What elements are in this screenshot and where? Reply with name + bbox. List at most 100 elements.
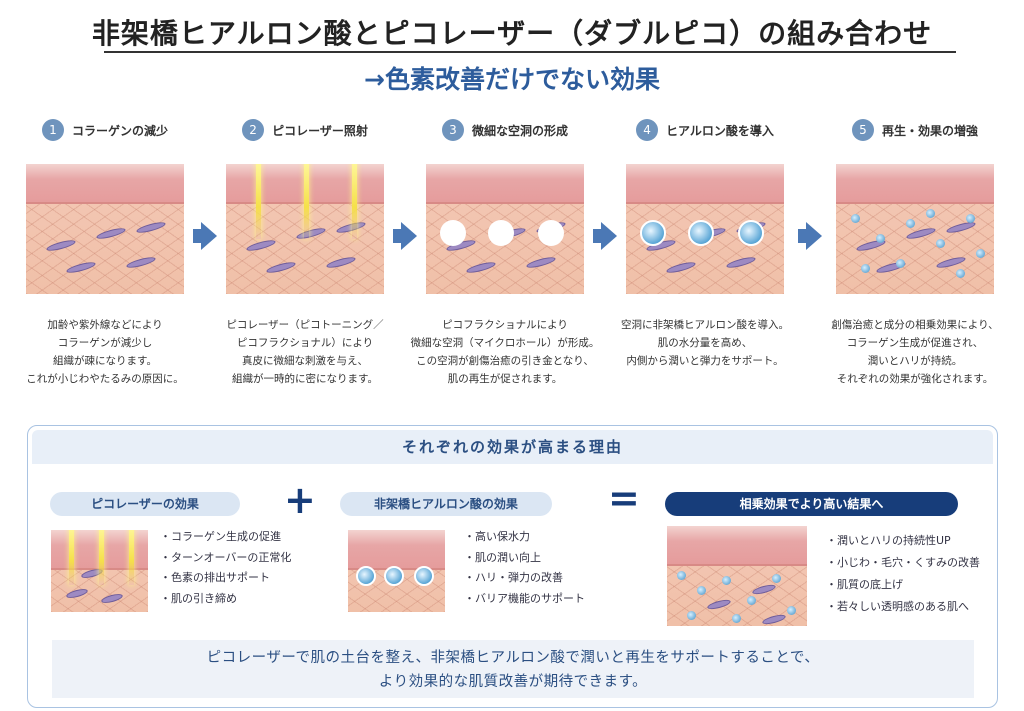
hyaluronic-bubble <box>851 214 860 223</box>
fibroblast-cell <box>706 598 732 611</box>
hyaluronic-bubble <box>976 249 985 258</box>
hyaluronic-bubble <box>687 611 696 620</box>
description-line: ピコレーザー（ピコトーニング／ <box>226 319 384 331</box>
summary-line: より効果的な肌質改善が期待できます。 <box>378 674 648 690</box>
fibroblast-cell <box>265 260 297 275</box>
ha-effect-list: ・高い保水力 ・肌の潤い向上 ・ハリ・弾力の改善 ・バリア機能のサポート <box>464 527 585 609</box>
hyaluronic-bubble <box>747 596 756 605</box>
list-item: ・肌の引き締め <box>160 591 237 605</box>
step-header: 2 ピコレーザー照射 <box>205 118 405 142</box>
description-line: ピコフラクショナルにより <box>442 319 568 331</box>
list-item: ・高い保水力 <box>464 530 530 543</box>
step-label: 再生・効果の増強 <box>881 123 978 138</box>
page-title: 非架橋ヒアルロン酸とピコレーザー（ダブルピコ）の組み合わせ <box>91 17 933 50</box>
list-item: ・小じわ・毛穴・くすみの改善 <box>826 556 980 569</box>
micro-hole <box>488 220 514 246</box>
skin-illustration <box>626 164 784 294</box>
step-description: 空洞に非架橋ヒアルロン酸を導入。肌の水分量を高め、内側から潤いと弾力をサポート。 <box>605 316 805 370</box>
step-description: 創傷治癒と成分の相乗効果により、コラーゲン生成が促進され、潤いとハリが持続。それ… <box>815 316 1015 388</box>
skin-illustration <box>836 164 994 294</box>
description-line: 肌の水分量を高め、 <box>657 337 753 349</box>
step-1: 1 コラーゲンの減少 加齢や紫外線などによりコラーゲンが減少し組織が疎になります… <box>5 118 205 388</box>
step-label: コラーゲンの減少 <box>71 123 168 138</box>
hyaluronic-bubble <box>787 606 796 615</box>
hyaluronic-bubble <box>414 566 434 586</box>
step-label: 微細な空洞の形成 <box>471 123 568 138</box>
ha-effect-label: 非架橋ヒアルロン酸の効果 <box>340 492 552 516</box>
micro-hole <box>538 220 564 246</box>
step-5: 5 再生・効果の増強 創傷治癒と成分の相乗効果により、コラーゲン生成が促進され、… <box>815 118 1015 388</box>
fibroblast-cell <box>245 238 277 253</box>
fibroblast-cell <box>525 255 557 270</box>
fibroblast-cell <box>665 260 697 275</box>
arrow-right-icon <box>393 222 417 250</box>
laser-beam <box>69 530 74 585</box>
hyaluronic-bubble <box>906 219 915 228</box>
step-4: 4 ヒアルロン酸を導入 空洞に非架橋ヒアルロン酸を導入。肌の水分量を高め、内側か… <box>605 118 805 370</box>
hyaluronic-bubble <box>876 234 885 243</box>
equals-icon: = <box>608 476 640 520</box>
step-description: ピコフラクショナルにより微細な空洞（マイクロホール）が形成。この空洞が創傷治癒の… <box>405 316 605 388</box>
description-line: 真皮に微細な刺激を与え、 <box>242 355 368 367</box>
fibroblast-cell <box>325 255 357 270</box>
step-2: 2 ピコレーザー照射 ピコレーザー（ピコトーニング／ピコフラクショナル）により真… <box>205 118 405 388</box>
step-description: ピコレーザー（ピコトーニング／ピコフラクショナル）により真皮に微細な刺激を与え、… <box>205 316 405 388</box>
plus-icon: + <box>284 478 316 522</box>
hyaluronic-bubble <box>861 264 870 273</box>
description-line: 肌の再生が促されます。 <box>447 373 563 385</box>
fibroblast-cell <box>100 592 124 605</box>
description-line: この空洞が創傷治癒の引き金となり、 <box>416 355 594 367</box>
hyaluronic-bubble <box>966 214 975 223</box>
skin-illustration <box>26 164 184 294</box>
list-item: ・肌の潤い向上 <box>464 550 541 564</box>
fibroblast-cell <box>761 613 787 626</box>
hyaluronic-bubble <box>926 209 935 218</box>
reasons-panel: それぞれの効果が高まる理由 <box>27 425 998 708</box>
ha-skin-illustration <box>348 530 445 612</box>
laser-beam <box>352 164 357 239</box>
hyaluronic-bubble <box>640 220 666 246</box>
hyaluronic-bubble <box>384 566 404 586</box>
hyaluronic-bubble <box>936 239 945 248</box>
fibroblast-cell <box>125 255 157 270</box>
description-line: 加齢や紫外線などにより <box>47 319 163 331</box>
hyaluronic-bubble <box>677 571 686 580</box>
step-number-badge: 5 <box>851 119 874 141</box>
pico-effect-label: ピコレーザーの効果 <box>50 492 240 516</box>
hyaluronic-bubble <box>688 220 714 246</box>
list-item: ・潤いとハリの持続性UP <box>826 534 951 547</box>
fibroblast-cell <box>135 220 167 235</box>
description-line: 組織が疎になります。 <box>53 355 157 367</box>
summary-banner: ピコレーザーで肌の土台を整え、非架橋ヒアルロン酸で潤いと再生をサポートすることで… <box>52 640 974 698</box>
pico-skin-illustration <box>51 530 148 612</box>
hyaluronic-bubble <box>956 269 965 278</box>
page-subtitle: →色素改善だけでない効果 <box>364 65 660 94</box>
step-description: 加齢や紫外線などによりコラーゲンが減少し組織が疎になります。これが小じわやたるみ… <box>5 316 205 388</box>
description-line: これが小じわやたるみの原因に。 <box>26 373 184 385</box>
list-item: ・肌質の底上げ <box>826 578 903 591</box>
skin-illustration <box>226 164 384 294</box>
description-line: 微細な空洞（マイクロホール）が形成。 <box>410 337 600 349</box>
fibroblast-cell <box>65 587 89 600</box>
fibroblast-cell <box>905 226 937 241</box>
description-line: 潤いとハリが持続。 <box>867 355 963 367</box>
synergy-result-label: 相乗効果でより高い結果へ <box>665 492 958 516</box>
hyaluronic-bubble <box>738 220 764 246</box>
laser-beam <box>304 164 309 239</box>
pico-effect-list: ・コラーゲン生成の促進 ・ターンオーバーの正常化 ・色素の排出サポート ・肌の引… <box>160 527 291 609</box>
arrow-right-icon <box>798 222 822 250</box>
hyaluronic-bubble <box>697 586 706 595</box>
step-number-badge: 4 <box>636 119 659 141</box>
laser-beam <box>256 164 261 239</box>
synergy-result-list: ・潤いとハリの持続性UP ・小じわ・毛穴・くすみの改善 ・肌質の底上げ ・若々し… <box>826 530 980 618</box>
step-header: 1 コラーゲンの減少 <box>5 118 205 142</box>
step-3: 3 微細な空洞の形成 ピコフラクショナルにより微細な空洞（マイクロホール）が形成… <box>405 118 605 388</box>
description-line: 創傷治癒と成分の相乗効果により、 <box>831 319 999 331</box>
step-number-badge: 2 <box>242 119 265 141</box>
description-line: 組織が一時的に密になります。 <box>232 373 378 385</box>
hyaluronic-bubble <box>896 259 905 268</box>
description-line: コラーゲン生成が促進され、 <box>846 337 984 349</box>
fibroblast-cell <box>725 255 757 270</box>
reasons-heading: それぞれの効果が高まる理由 <box>32 430 993 464</box>
step-header: 3 微細な空洞の形成 <box>405 118 605 142</box>
